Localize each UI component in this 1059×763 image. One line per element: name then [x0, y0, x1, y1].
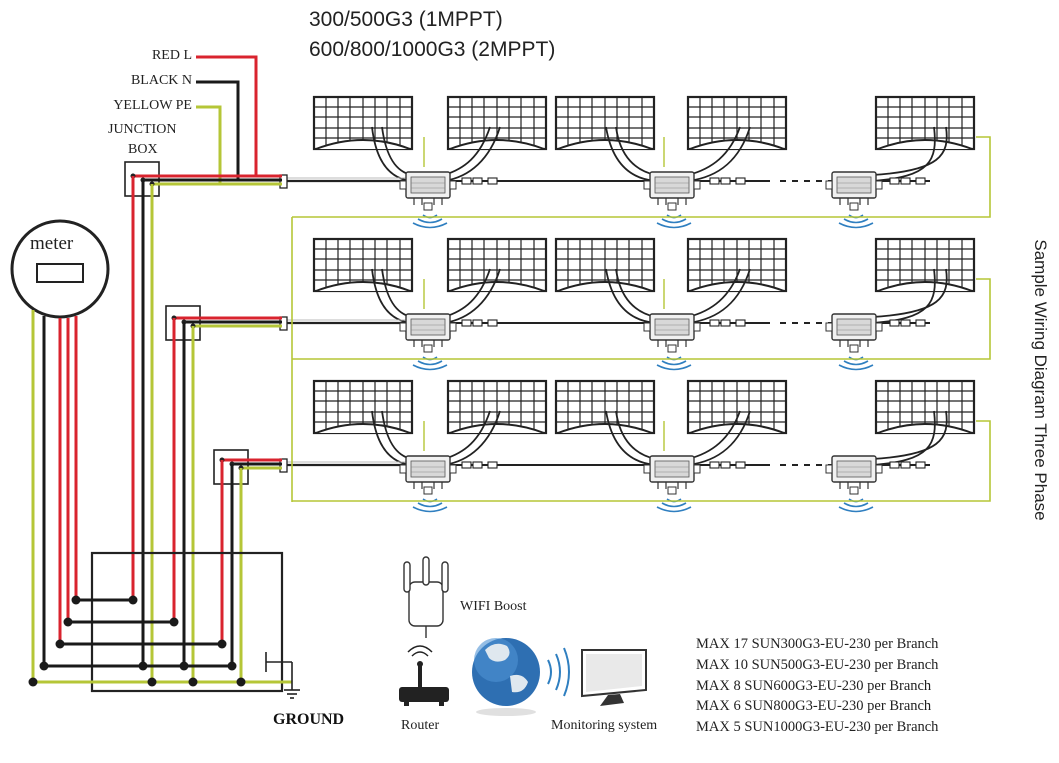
branch-limit-item: MAX 17 SUN300G3-EU-230 per Branch — [696, 636, 939, 652]
monitoring-system-label: Monitoring system — [551, 718, 658, 733]
meter-label: meter — [30, 233, 74, 254]
wifi-boost-label: WIFI Boost — [460, 599, 527, 614]
yellow-wire-label: YELLOW PE — [113, 98, 192, 113]
red-wire-label: RED L — [151, 48, 192, 63]
branch-row-3 — [280, 381, 990, 512]
black-wire-label: BLACK N — [130, 73, 192, 88]
branch-limit-item: MAX 8 SUN600G3-EU-230 per Branch — [696, 677, 932, 694]
incoming-wires — [196, 55, 258, 184]
router-icon — [399, 645, 449, 706]
monitor-icon — [581, 649, 647, 706]
junction-box-label-1: JUNCTION — [108, 122, 177, 137]
branch-limit-item: MAX 10 SUN500G3-EU-230 per Branch — [696, 656, 939, 673]
wifi-boost-icon — [403, 556, 449, 638]
junction-box-3 — [213, 449, 282, 485]
side-title: Sample Wiring Diagram Three Phase — [1031, 239, 1050, 521]
wireless-signal-icon — [547, 647, 570, 697]
branch-row-1 — [280, 97, 990, 228]
branch-row-2 — [280, 239, 990, 370]
junction-box-label-2: BOX — [128, 142, 158, 157]
junction-box-1 — [124, 161, 282, 197]
router-label: Router — [401, 718, 440, 733]
globe-icon — [472, 638, 540, 716]
title-line-1: 300/500G3 (1MPPT) — [309, 8, 503, 31]
branch-limits-list: MAX 17 SUN300G3-EU-230 per Branch MAX 10… — [696, 634, 938, 738]
meter — [10, 219, 110, 319]
ground-label: GROUND — [273, 711, 345, 728]
ground-icon — [265, 652, 300, 699]
branch-limit-item: MAX 5 SUN1000G3-EU-230 per Branch — [696, 719, 939, 736]
title-line-2: 600/800/1000G3 (2MPPT) — [309, 38, 556, 61]
branch-limit-item: MAX 6 SUN800G3-EU-230 per Branch — [696, 698, 932, 715]
